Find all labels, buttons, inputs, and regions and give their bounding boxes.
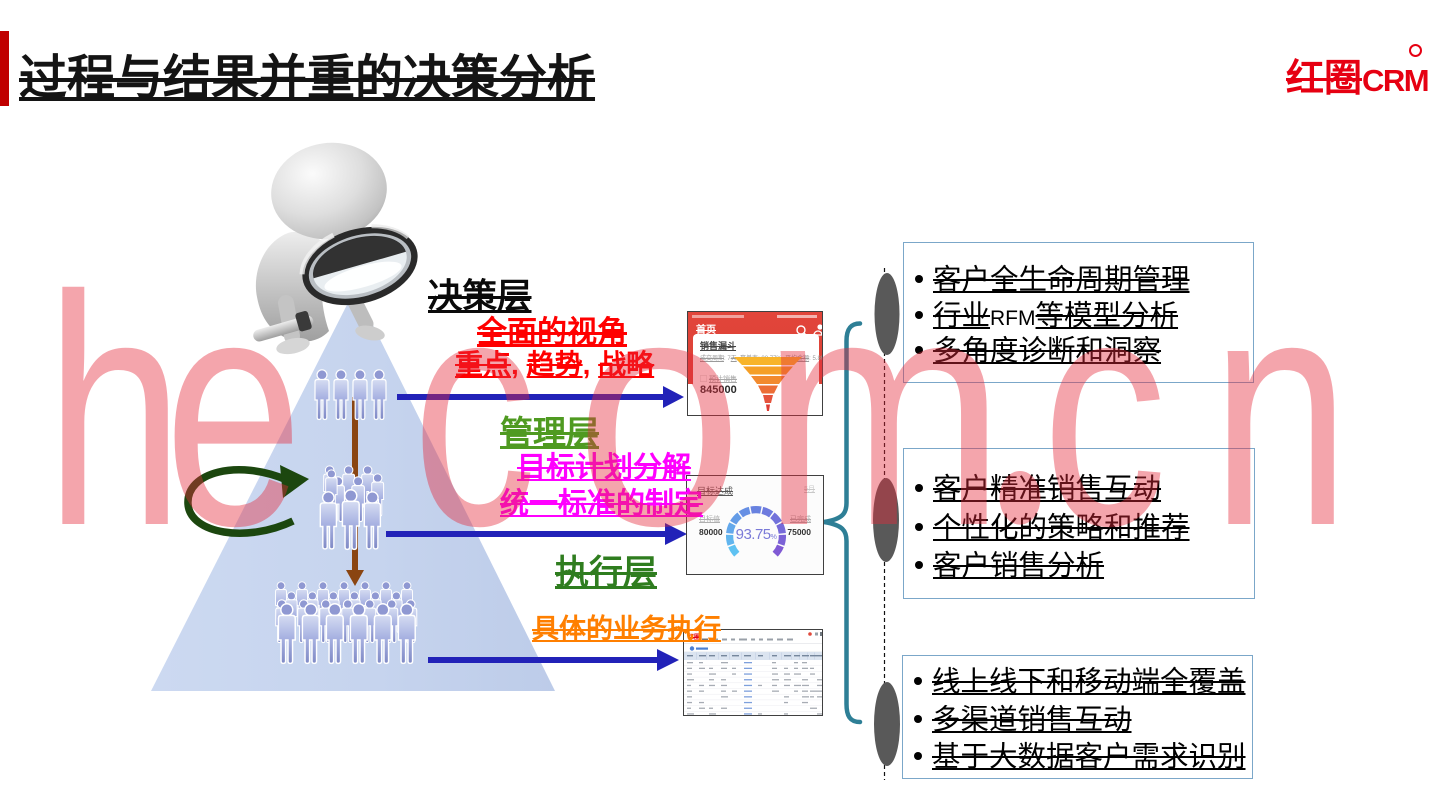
svg-text:hecomcn: hecomcn <box>45 227 1350 593</box>
